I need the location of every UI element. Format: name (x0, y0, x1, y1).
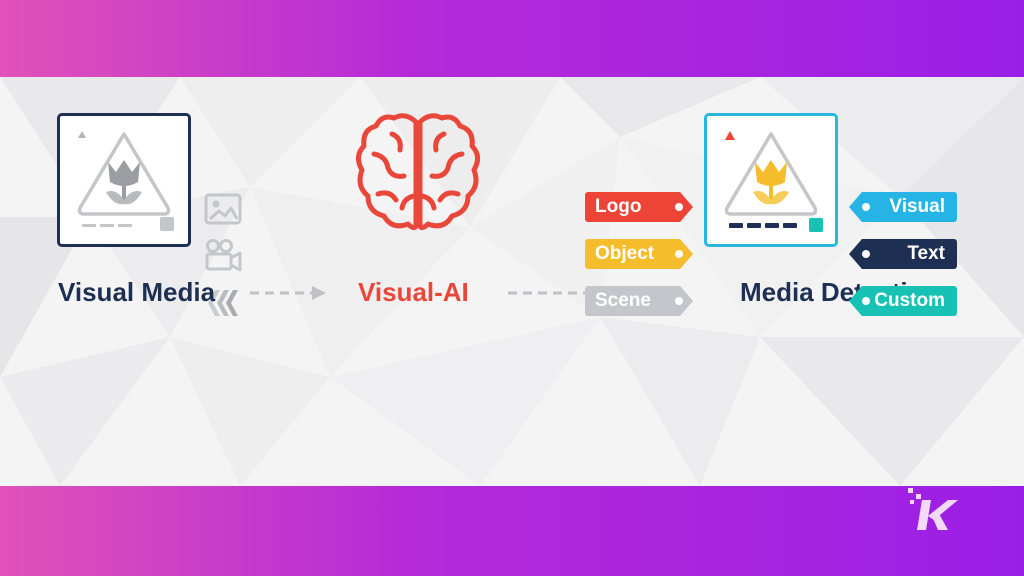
video-camera-icon (205, 239, 242, 272)
tag-label: Object (595, 243, 655, 264)
tag-hole-icon (862, 250, 870, 258)
image-icon (204, 193, 242, 225)
visual-media-card (57, 113, 191, 247)
detected-media-icon (724, 131, 823, 232)
visual-ai-label: Visual-AI (358, 277, 469, 307)
tag-text: Text (849, 239, 957, 269)
tag-hole-icon (675, 250, 683, 258)
tag-label: Text (907, 243, 945, 264)
k-logo-icon (908, 488, 958, 530)
tag-hole-icon (862, 203, 870, 211)
tag-label: Logo (595, 196, 642, 217)
tag-custom: Custom (849, 286, 957, 316)
layers-icon (208, 290, 238, 316)
tag-hole-icon (862, 297, 870, 305)
tag-scene: Scene (585, 286, 693, 316)
tag-label: Visual (889, 196, 945, 217)
arrow-to-ai-icon (250, 286, 326, 300)
tag-visual: Visual (849, 192, 957, 222)
tag-label: Scene (595, 290, 651, 311)
brain-icon (356, 113, 480, 231)
tag-object: Object (585, 239, 693, 269)
visual-media-label: Visual Media (58, 277, 216, 307)
media-detection-card (704, 113, 838, 247)
tag-hole-icon (675, 297, 683, 305)
tag-label: Custom (874, 290, 945, 311)
tag-logo: Logo (585, 192, 693, 222)
media-placeholder-icon (77, 131, 174, 231)
tag-hole-icon (675, 203, 683, 211)
